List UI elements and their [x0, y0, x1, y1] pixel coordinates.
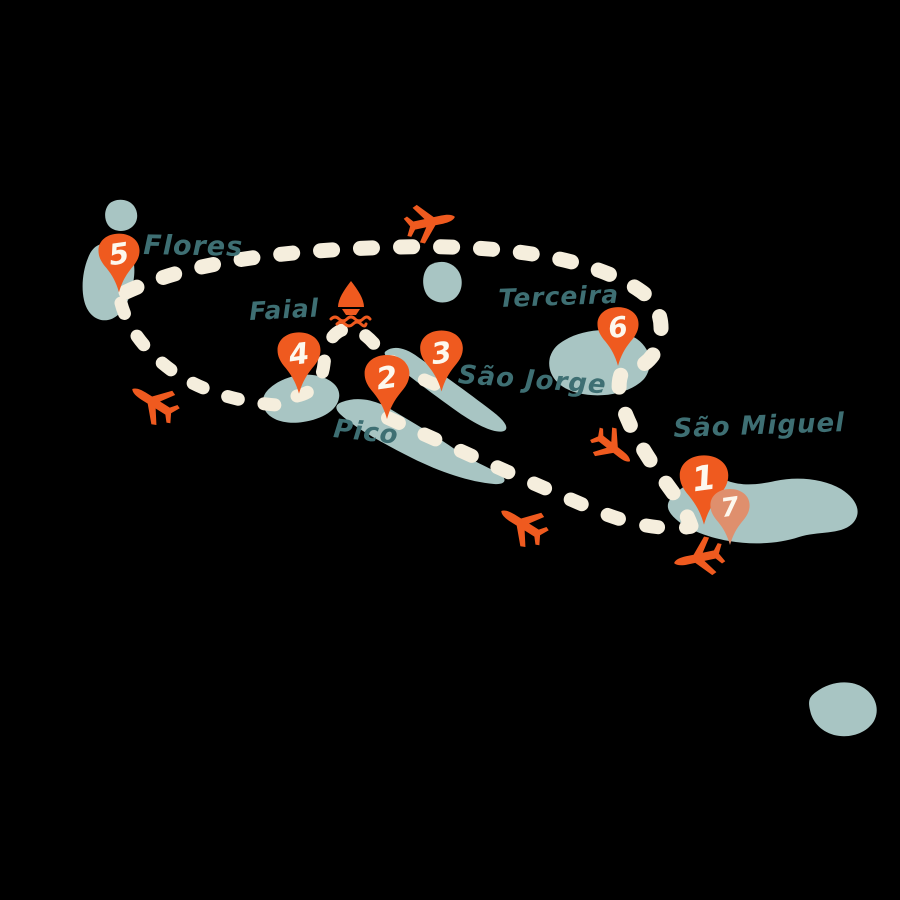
pin-number: 6: [606, 309, 630, 346]
pin-shape: [679, 455, 729, 525]
island-sao-jorge: [384, 347, 507, 432]
airplane-icon-terceira-saomiguel: [590, 427, 631, 462]
island-pico: [336, 399, 505, 485]
island-label-terceira: Terceira: [497, 279, 620, 313]
island-label-sao-miguel: São Miguel: [672, 408, 846, 444]
map-pin-5-flores[interactable]: 5: [97, 228, 141, 298]
ferry-boat-icon: [329, 281, 372, 328]
pin-shape: [597, 307, 639, 366]
island-label-flores: Flores: [143, 230, 244, 263]
map-pin-4-faial[interactable]: 4: [276, 328, 322, 398]
pin-shape: [710, 489, 750, 545]
island-label-faial: Faial: [248, 293, 320, 326]
pin-shape: [277, 332, 321, 394]
pin-shape: [420, 330, 463, 392]
airplane-icon-west: [132, 388, 180, 425]
pin-number: 7: [718, 491, 742, 525]
airplane-icon-center: [501, 510, 549, 547]
map-pin-7-sao-miguel[interactable]: 7: [709, 486, 751, 548]
island-graciosa: [423, 261, 462, 303]
pin-shape: [364, 355, 410, 419]
map-pin-3-sao-jorge[interactable]: 3: [418, 329, 465, 393]
map-pin-2-pico[interactable]: 2: [363, 353, 411, 421]
airplane-icon-saomiguel: [674, 536, 726, 576]
island-corvo: [105, 199, 138, 231]
pin-number: 4: [286, 335, 312, 373]
map-pin-6-terceira[interactable]: 6: [596, 303, 640, 370]
pin-number: 5: [106, 235, 132, 273]
pin-shape: [98, 233, 140, 293]
route-leg-pico-saomiguel: [381, 411, 697, 536]
route-leg-faial-pico-saojorge: [290, 322, 451, 403]
pin-number: 2: [374, 359, 400, 398]
airplane-icon-top: [403, 204, 455, 244]
island-santa-maria: [809, 682, 877, 737]
route-leg-flores-terceira-saomiguel: [118, 239, 699, 534]
map-pin-1-sao-miguel[interactable]: 1: [678, 448, 730, 532]
